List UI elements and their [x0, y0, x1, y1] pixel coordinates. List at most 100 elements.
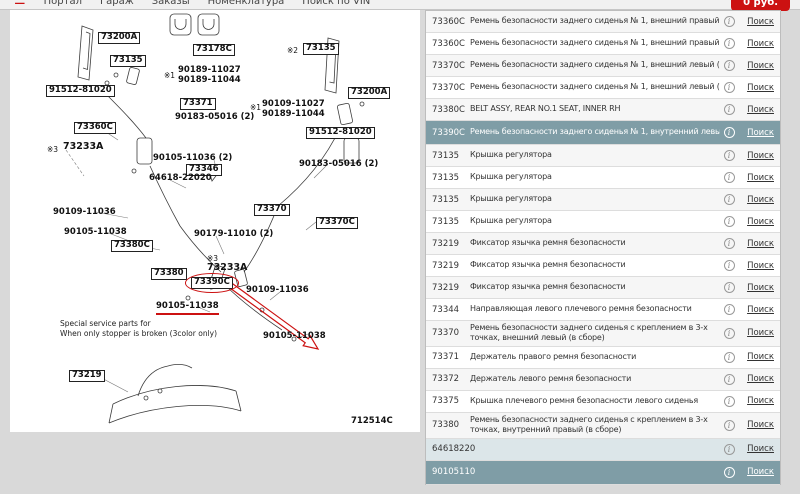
info-icon[interactable]: i — [720, 260, 738, 271]
header-menu-item[interactable]: Номенклатура — [207, 0, 285, 7]
part-row[interactable]: 73219 Фиксатор язычка ремня безопасности… — [426, 233, 780, 255]
info-icon[interactable]: i — [720, 351, 738, 363]
info-icon[interactable]: i — [720, 327, 738, 339]
part-row[interactable]: 73372 Держатель левого ремня безопасност… — [426, 368, 780, 391]
diagram-part-label[interactable]: 73219 — [69, 370, 105, 382]
search-link[interactable]: Поиск — [747, 216, 774, 227]
info-icon[interactable]: i — [720, 443, 738, 455]
menu-icon[interactable]: ☰ — [14, 0, 26, 8]
part-row[interactable]: 73135 Крышка регулятора i Поиск — [426, 211, 780, 233]
diagram-part-label[interactable]: 90105-11036 (2) — [153, 153, 233, 163]
search-link[interactable]: Поиск — [747, 352, 774, 363]
header-menu-item[interactable]: Поиск по VIN — [302, 0, 371, 7]
search-link[interactable]: Поиск — [747, 304, 774, 315]
part-row[interactable]: 73371 Держатель правого ремня безопаснос… — [426, 347, 780, 369]
diagram-part-label[interactable]: 90189-11044 — [262, 109, 325, 119]
search-link[interactable]: Поиск — [747, 38, 774, 49]
diagram-part-label[interactable]: 90105-11038 — [64, 227, 127, 237]
part-row[interactable]: 73135 Крышка регулятора i Поиск — [426, 145, 780, 167]
part-row[interactable]: 73375 Крышка плечевого ремня безопасност… — [426, 391, 780, 413]
search-link[interactable]: Поиск — [747, 260, 774, 271]
info-icon[interactable]: i — [720, 304, 738, 315]
header-menu-item[interactable]: Гараж — [100, 0, 134, 7]
info-icon[interactable]: i — [720, 395, 738, 407]
diagram-part-label[interactable]: 90105-11038 — [156, 301, 219, 315]
search-link[interactable]: Поиск — [747, 194, 774, 205]
info-icon[interactable]: i — [720, 216, 738, 227]
part-row[interactable]: 73360C Ремень безопасности заднего сиден… — [426, 11, 780, 33]
diagram-part-label[interactable]: 73200A — [98, 32, 141, 44]
diagram-part-label[interactable]: 90183-05016 (2) — [299, 159, 379, 169]
search-link[interactable]: Поиск — [747, 467, 774, 478]
info-icon[interactable]: i — [720, 127, 738, 138]
search-link[interactable]: Поиск — [747, 60, 774, 71]
part-row[interactable]: 73219 Фиксатор язычка ремня безопасности… — [426, 277, 780, 299]
diagram-part-label[interactable]: 73346 — [186, 164, 222, 176]
part-row[interactable]: 73135 Крышка регулятора i Поиск — [426, 189, 780, 211]
search-link[interactable]: Поиск — [747, 444, 774, 455]
search-link[interactable]: Поиск — [747, 282, 774, 293]
search-link[interactable]: Поиск — [747, 238, 774, 249]
diagram-part-label[interactable]: 91512-81020 — [306, 127, 375, 139]
info-icon[interactable]: i — [720, 82, 738, 93]
diagram-part-label[interactable]: 91512-81020 — [46, 85, 115, 97]
info-icon[interactable]: i — [720, 16, 738, 27]
diagram-part-label[interactable]: 90109-11036 — [53, 207, 116, 217]
cart-total-badge[interactable]: 0 руб. — [731, 0, 790, 11]
diagram-part-label[interactable]: 73380C — [111, 240, 153, 252]
diagram-part-label[interactable]: 73370 — [254, 204, 290, 216]
search-link[interactable]: Поиск — [747, 328, 774, 339]
search-link[interactable]: Поиск — [747, 374, 774, 385]
part-row[interactable]: 73370 Ремень безопасности заднего сидень… — [426, 321, 780, 347]
search-link[interactable]: Поиск — [747, 104, 774, 115]
info-icon[interactable]: i — [720, 104, 738, 115]
info-icon[interactable]: i — [720, 282, 738, 293]
diagram-part-label[interactable]: 90109-11027 — [262, 99, 325, 109]
diagram-part-label[interactable]: 90109-11036 — [246, 285, 309, 295]
diagram-part-label[interactable]: 73135 — [303, 43, 339, 55]
info-icon[interactable]: i — [720, 238, 738, 249]
header-menu-item[interactable]: Портал — [43, 0, 82, 7]
info-icon[interactable]: i — [720, 38, 738, 49]
part-row[interactable]: 73135 Крышка регулятора i Поиск — [426, 167, 780, 189]
diagram-part-label[interactable]: 73370C — [316, 217, 358, 229]
search-link[interactable]: Поиск — [747, 127, 774, 138]
part-row[interactable]: 64618220 i Поиск — [426, 438, 780, 461]
info-icon[interactable]: i — [720, 466, 738, 478]
header-menu-item[interactable]: Заказы — [151, 0, 190, 7]
search-link[interactable]: Поиск — [747, 396, 774, 407]
search-link[interactable]: Поиск — [747, 82, 774, 93]
part-row[interactable]: 73370C Ремень безопасности заднего сиден… — [426, 77, 780, 99]
part-row[interactable]: 73390C Ремень безопасности заднего сиден… — [426, 121, 780, 145]
info-icon[interactable]: i — [720, 373, 738, 385]
diagram-part-label[interactable]: 73135 — [110, 55, 146, 67]
part-row[interactable]: 73380 Ремень безопасности заднего сидень… — [426, 412, 780, 439]
search-link[interactable]: Поиск — [747, 172, 774, 183]
diagram-part-label[interactable]: 73233A — [63, 141, 104, 152]
diagram-part-label[interactable]: 90189-11044 — [178, 75, 241, 85]
part-row[interactable]: 90105110 i Поиск — [426, 460, 780, 485]
diagram-part-label[interactable]: 73178C — [193, 44, 235, 56]
info-icon[interactable]: i — [720, 419, 738, 431]
diagram-part-label[interactable]: 73200A — [348, 87, 391, 99]
diagram-part-label[interactable]: 64618-22020 — [149, 173, 212, 183]
search-link[interactable]: Поиск — [747, 420, 774, 431]
diagram-part-label[interactable]: 73390C — [185, 273, 239, 293]
part-row[interactable]: 73344 Направляющая левого плечевого ремн… — [426, 299, 780, 321]
diagram-part-label[interactable]: 73380 — [151, 268, 187, 280]
diagram-part-label[interactable]: 90189-11027 — [178, 65, 241, 75]
diagram-part-label[interactable]: 90105-11038 — [263, 331, 326, 341]
diagram-part-label[interactable]: 90183-05016 (2) — [175, 112, 255, 122]
info-icon[interactable]: i — [720, 60, 738, 71]
diagram-part-label[interactable]: 73371 — [180, 98, 216, 110]
info-icon[interactable]: i — [720, 194, 738, 205]
part-row[interactable]: 73370C Ремень безопасности заднего сиден… — [426, 55, 780, 77]
search-link[interactable]: Поиск — [747, 150, 774, 161]
diagram-part-label[interactable]: 73233A — [207, 262, 248, 273]
part-row[interactable]: 73219 Фиксатор язычка ремня безопасности… — [426, 255, 780, 277]
diagram-part-label[interactable]: 73360C — [74, 122, 116, 134]
part-row[interactable]: 73380C BELT ASSY, REAR NO.1 SEAT, INNER … — [426, 99, 780, 121]
part-row[interactable]: 73360C Ремень безопасности заднего сиден… — [426, 33, 780, 55]
info-icon[interactable]: i — [720, 150, 738, 161]
diagram-part-label[interactable]: 90179-11010 (2) — [194, 229, 274, 239]
